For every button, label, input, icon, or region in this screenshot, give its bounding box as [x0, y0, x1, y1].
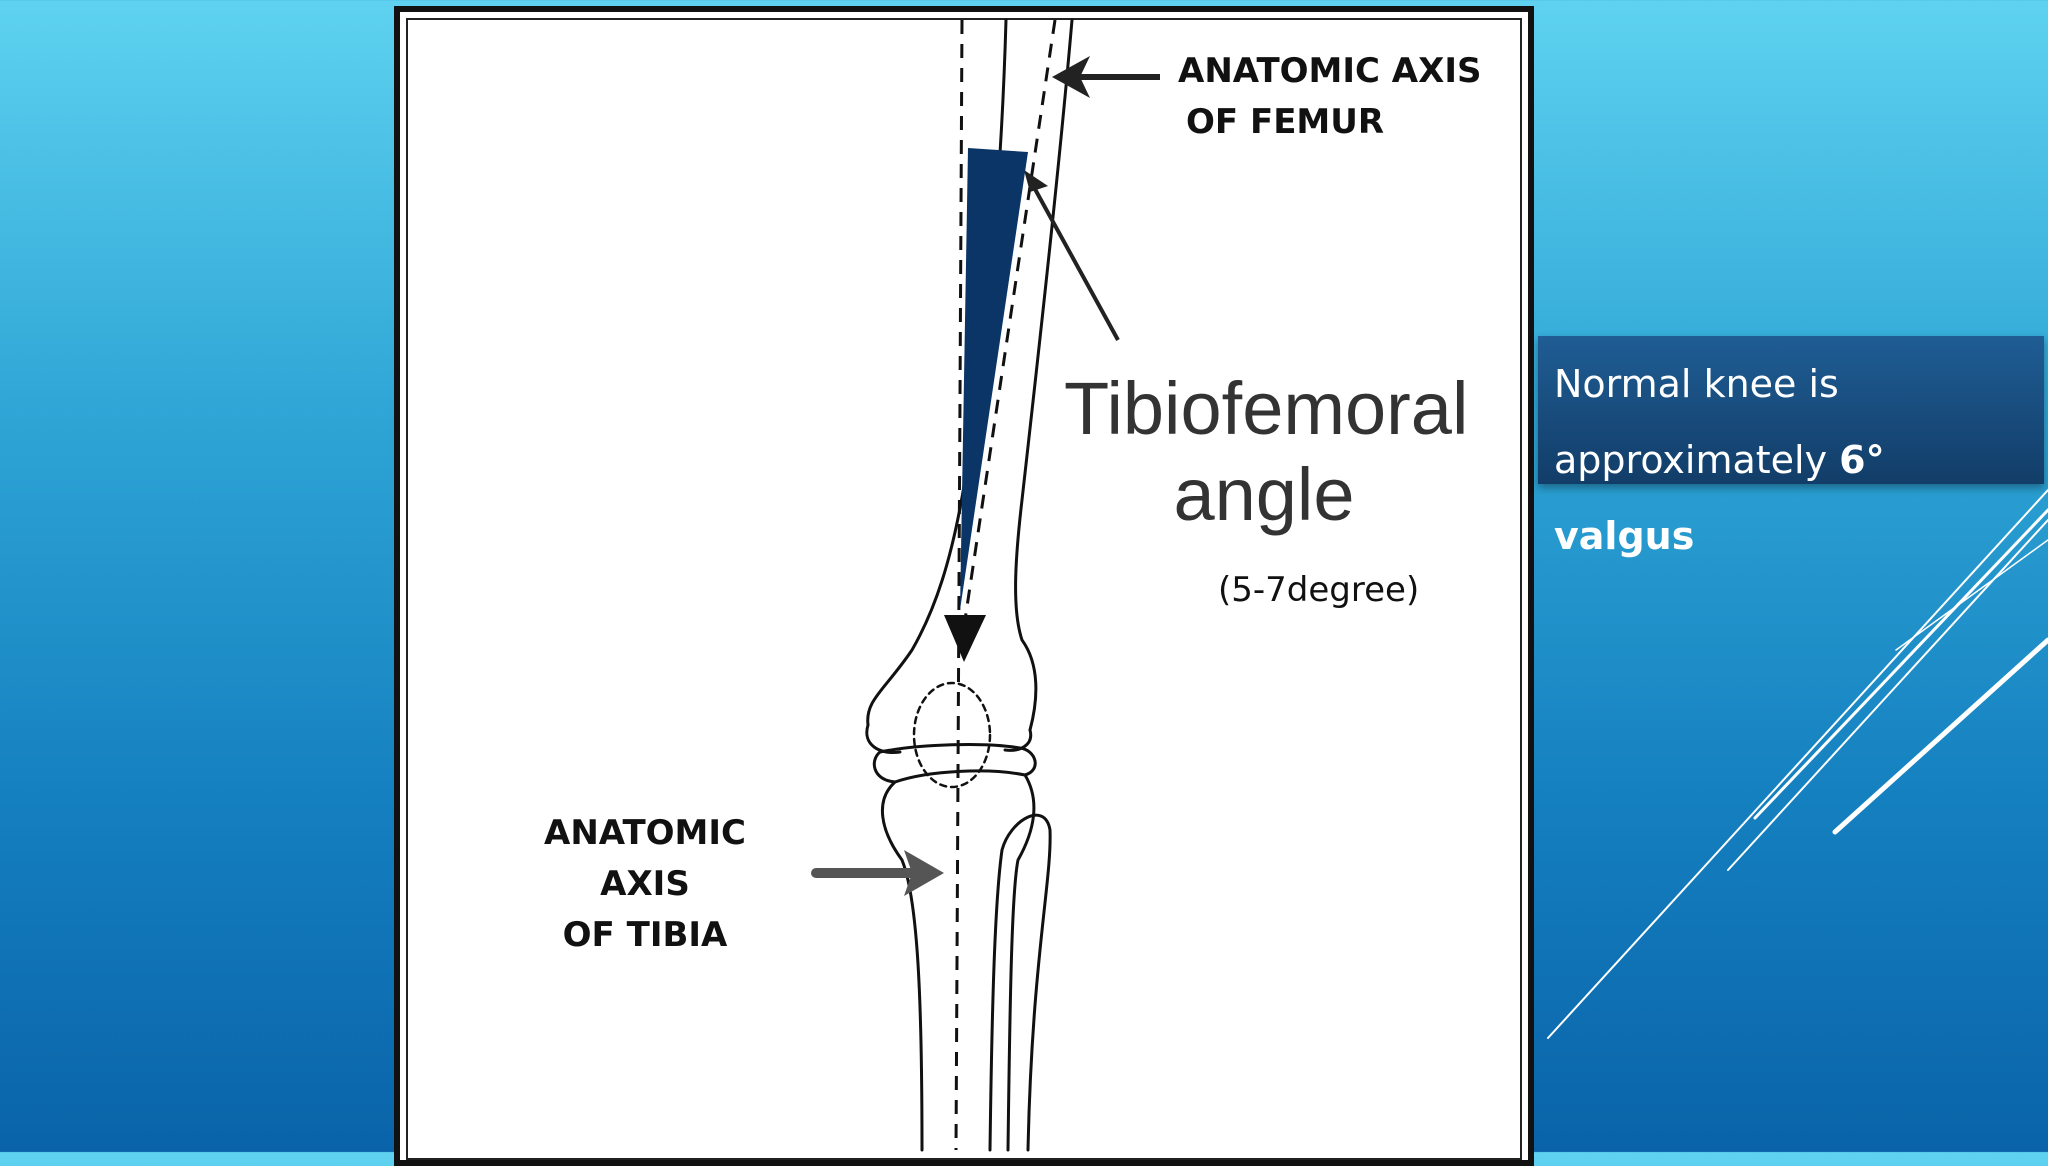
tibiofemoral-angle-wedge [960, 148, 1028, 610]
femur-axis-label: ANATOMIC AXIS OF FEMUR [1178, 46, 1481, 148]
knee-joint-outline [912, 681, 992, 789]
femur-axis-line [960, 19, 1057, 641]
valgus-callout: Normal knee is approximately 6° valgus [1538, 336, 2044, 558]
fibula-outline [988, 813, 1052, 1152]
angle-leader-line [1028, 179, 1120, 341]
axis-arrowhead [944, 615, 986, 662]
tibia-axis-label: ANATOMIC AXIS OF TIBIA [500, 808, 790, 961]
angle-title-line2: angle [1173, 453, 1355, 536]
callout-line2: approximately 6° valgus [1554, 422, 2028, 574]
femur-condyles [865, 723, 1033, 755]
angle-title: Tibiofemoral angle [1064, 366, 1469, 538]
angle-title-line1: Tibiofemoral [1064, 367, 1469, 450]
angle-range-label: (5-7degree) [1218, 570, 1420, 610]
callout-line1: Normal knee is [1554, 362, 1839, 406]
tibia-axis-line [954, 19, 964, 1151]
femur-axis-label-line1: ANATOMIC AXIS [1178, 51, 1482, 91]
callout-emphasis: 6° valgus [1554, 438, 1885, 558]
femur-axis-label-line2: OF FEMUR [1186, 102, 1385, 142]
tibia-label-arrowhead [904, 850, 944, 896]
tibia-axis-label-line2: OF TIBIA [562, 915, 728, 955]
femur-label-arrowhead [1052, 56, 1090, 98]
angle-leader-arrowhead [1024, 170, 1048, 192]
tibia-axis-label-line1: ANATOMIC AXIS [544, 813, 746, 904]
tibia-outline-right [1006, 773, 1036, 1152]
callout-line2-prefix: approximately [1554, 438, 1840, 482]
femur-outline-right [1014, 18, 1074, 732]
